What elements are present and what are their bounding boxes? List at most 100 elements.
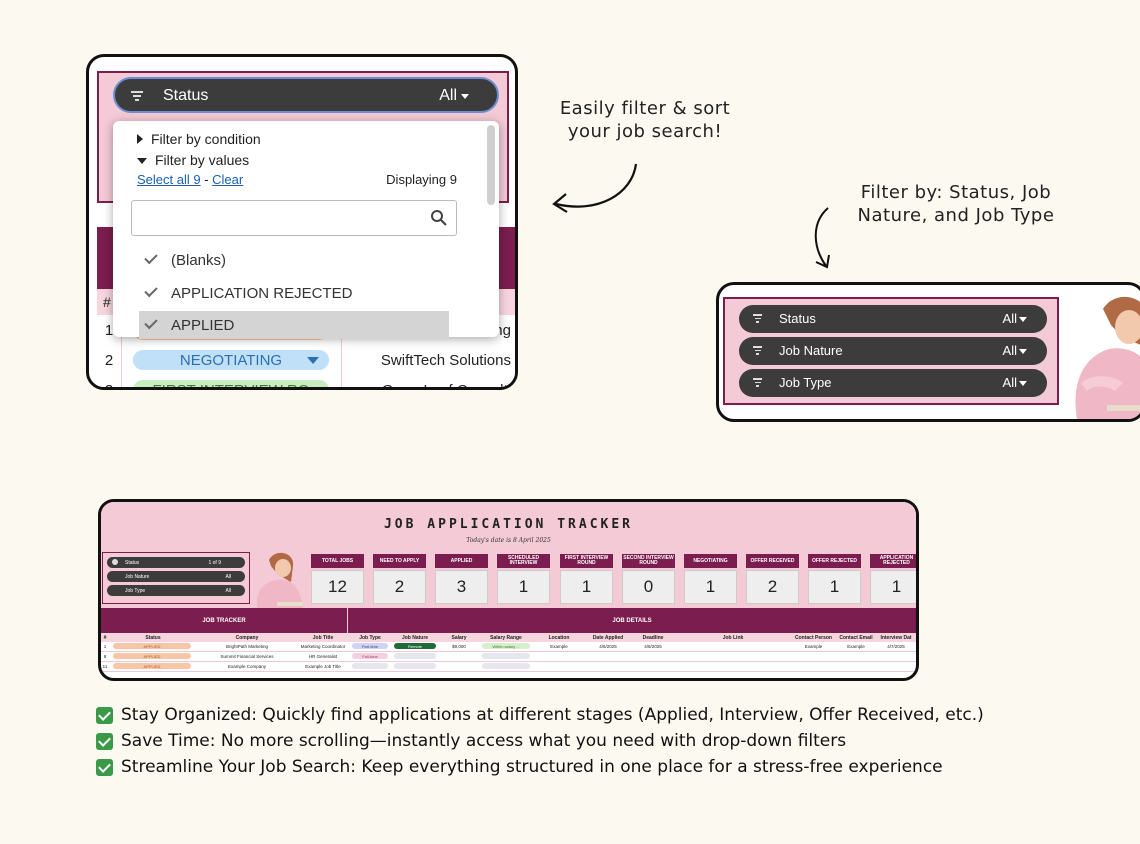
values-search-box[interactable] — [131, 200, 457, 236]
stat-value: 1 — [684, 570, 737, 604]
deadline-cell[interactable]: 4/8/2025 — [644, 644, 662, 649]
values-search-input[interactable] — [138, 207, 422, 229]
deadline-cell[interactable] — [631, 662, 675, 671]
column-header[interactable]: Salary Range — [490, 634, 522, 641]
filter-label: Job Type — [125, 588, 146, 594]
title-cell[interactable]: Marketing Coordinator — [300, 644, 346, 649]
column-header[interactable]: Job Title — [312, 634, 334, 641]
column-header[interactable]: Date Applied — [592, 634, 624, 641]
job-type-chip[interactable]: Part-time — [352, 643, 388, 649]
applied-cell[interactable] — [585, 662, 631, 671]
job-nature-chip[interactable] — [394, 653, 436, 659]
status-chip[interactable]: APPLIED — [113, 653, 191, 659]
title-cell[interactable]: HR Generalist — [308, 654, 338, 659]
company-cell[interactable]: Summit Financial Services — [220, 654, 274, 659]
company-cell[interactable]: Example Company — [227, 664, 267, 669]
menu-scrollbar[interactable] — [487, 125, 495, 205]
column-header[interactable]: Deadline — [642, 634, 664, 641]
status-chip[interactable]: APPLIED — [113, 643, 191, 649]
column-header[interactable]: Location — [548, 634, 570, 641]
email-cell[interactable]: Example — [847, 644, 865, 649]
job-type-chip[interactable] — [352, 663, 388, 669]
email-cell[interactable] — [836, 662, 876, 671]
link-cell[interactable] — [675, 662, 791, 671]
status-filter-pill[interactable]: Status All — [739, 305, 1047, 333]
interview-cell[interactable] — [876, 652, 916, 661]
salary-cell[interactable] — [439, 662, 479, 671]
value-option-highlighted[interactable]: APPLIED — [139, 311, 449, 339]
column-header[interactable]: Job Link — [722, 634, 744, 641]
table-row[interactable] — [101, 652, 916, 662]
section-header-job-details: JOB DETAILS — [348, 608, 916, 633]
value-option[interactable]: (Blanks) — [144, 250, 226, 269]
link-cell[interactable] — [675, 642, 791, 651]
person-cell[interactable]: Example — [804, 644, 823, 649]
table-row[interactable]: 2 NEGOTIATING SwiftTech Solutions — [97, 345, 515, 376]
search-icon[interactable] — [430, 209, 448, 227]
column-header[interactable]: Job Type — [359, 634, 381, 641]
curved-arrow-icon — [552, 163, 638, 213]
select-all-link[interactable]: Select all 9 — [137, 172, 201, 187]
job-type-filter-pill[interactable]: Job Type All — [739, 369, 1047, 397]
applied-cell[interactable] — [585, 652, 631, 661]
table-row[interactable]: 3 FIRST INTERVIEW RO GreenLeaf Consulti — [97, 375, 515, 387]
job-nature-filter-pill[interactable]: Job Nature All — [107, 571, 245, 582]
job-type-filter-pill[interactable]: Job Type All — [107, 585, 245, 596]
stat-value: 2 — [746, 570, 799, 604]
stat-label: SECOND INTERVIEW ROUND — [622, 554, 675, 568]
column-header[interactable]: Job Nature — [401, 634, 429, 641]
person-cell[interactable] — [791, 652, 836, 661]
company-cell: GreenLeaf Consulti — [341, 375, 515, 387]
num-cell[interactable]: 11 — [102, 664, 108, 669]
interview-cell[interactable]: 4/7/2025 — [887, 644, 905, 649]
num-cell[interactable]: 8 — [103, 654, 107, 659]
location-cell[interactable] — [533, 662, 585, 671]
status-filter-pill[interactable]: Status All — [113, 77, 499, 113]
table-row[interactable] — [101, 662, 916, 672]
job-nature-filter-pill[interactable]: Job Nature All — [739, 337, 1047, 365]
title-cell[interactable]: Example Job Title — [305, 664, 341, 669]
column-header[interactable]: Contact Person — [795, 634, 832, 641]
num-cell[interactable]: 1 — [103, 644, 107, 649]
column-header[interactable]: Company — [235, 634, 259, 641]
clear-link[interactable]: Clear — [212, 172, 244, 187]
value-option[interactable]: APPLICATION REJECTED — [144, 283, 352, 302]
applied-cell[interactable]: 4/6/2025 — [599, 644, 617, 649]
location-cell[interactable] — [533, 652, 585, 661]
company-cell[interactable]: BrightPath Marketing — [225, 644, 269, 649]
status-chip[interactable]: NEGOTIATING — [133, 350, 329, 370]
stat-label: APPLIED — [435, 554, 488, 568]
column-header[interactable]: Interview Dat — [880, 634, 912, 641]
column-header[interactable]: Status — [145, 634, 161, 641]
email-cell[interactable] — [836, 652, 876, 661]
column-header[interactable]: Contact Email — [839, 634, 873, 641]
stat-label: NEGOTIATING — [684, 554, 737, 568]
filter-menu: Filter by condition Filter by values Sel… — [113, 121, 499, 339]
filter-by-values[interactable]: Filter by values — [137, 152, 249, 168]
column-header[interactable]: # — [103, 634, 107, 641]
person-cell[interactable] — [791, 662, 836, 671]
job-nature-chip[interactable] — [394, 663, 436, 669]
job-type-chip[interactable]: Full-time — [352, 653, 388, 659]
deadline-cell[interactable] — [631, 652, 675, 661]
location-cell[interactable]: Example — [550, 644, 568, 649]
link-cell[interactable] — [675, 652, 791, 661]
salary-cell[interactable]: $9,000 — [452, 644, 466, 649]
salary-cell[interactable] — [439, 652, 479, 661]
callout-line: Nature, and Job Type — [857, 205, 1055, 226]
interview-cell[interactable] — [876, 662, 916, 671]
status-chip[interactable]: FIRST INTERVIEW RO — [133, 380, 329, 387]
status-filter-pill[interactable]: Status 1 of 9 — [107, 557, 245, 568]
table-row[interactable] — [101, 642, 916, 652]
salary-range-chip[interactable] — [482, 653, 530, 659]
row-number: 2 — [97, 345, 122, 375]
stat-label: OFFER RECEIVED — [746, 554, 799, 568]
salary-range-chip[interactable] — [482, 663, 530, 669]
salary-range-chip[interactable]: Within salary ... — [482, 643, 530, 649]
column-header[interactable]: Salary — [451, 634, 467, 641]
status-chip[interactable]: APPLIED — [113, 663, 191, 669]
job-nature-chip[interactable]: Remote — [394, 643, 436, 649]
filter-by-condition[interactable]: Filter by condition — [137, 131, 261, 147]
